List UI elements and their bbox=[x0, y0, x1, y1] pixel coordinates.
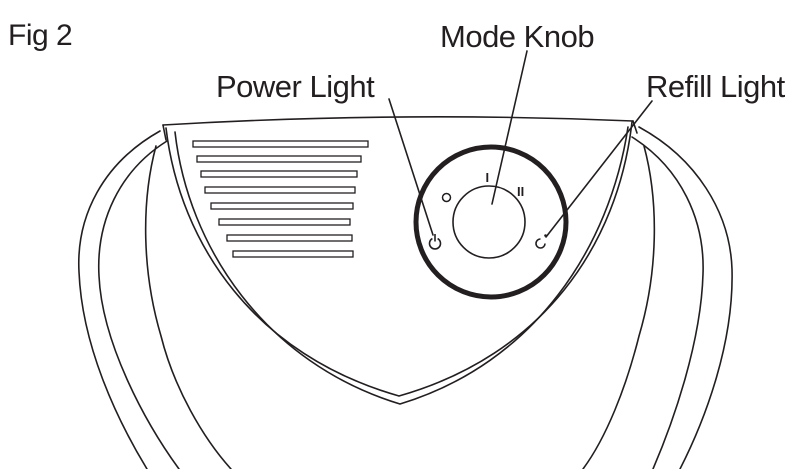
mode1-marking: I bbox=[486, 170, 490, 185]
vent-slat bbox=[200, 170, 358, 178]
refill-icon bbox=[535, 234, 547, 249]
vent-slat bbox=[210, 202, 354, 210]
right-corner-step bbox=[632, 120, 638, 134]
right-side-outer-curve bbox=[638, 126, 733, 469]
knob-cap bbox=[452, 185, 526, 259]
device-body-outline bbox=[78, 116, 733, 469]
mode-knob-leader-line bbox=[491, 50, 528, 205]
top-edge bbox=[162, 116, 634, 126]
front-face-inner-curve bbox=[174, 126, 629, 405]
vent-slat bbox=[226, 234, 353, 242]
power-light-leader-line bbox=[388, 98, 434, 236]
vent-slat bbox=[192, 140, 369, 148]
refill-light-leader-line bbox=[545, 100, 653, 238]
left-side-body-curve bbox=[144, 145, 232, 469]
front-face-outer-curve bbox=[165, 121, 633, 397]
left-corner-step bbox=[162, 124, 167, 141]
left-side-inner-curve bbox=[97, 140, 180, 469]
refill-light-label: Refill Light bbox=[646, 69, 786, 104]
leader-lines bbox=[388, 50, 653, 238]
vent-grille bbox=[192, 140, 369, 258]
right-side-body-curve bbox=[582, 145, 656, 469]
mode2-marking: II bbox=[517, 184, 524, 199]
power-icon bbox=[428, 234, 442, 250]
vent-slat bbox=[232, 250, 354, 258]
left-side-outer-curve bbox=[78, 130, 161, 469]
vent-slat bbox=[196, 155, 362, 163]
figure-title: Fig 2 bbox=[8, 19, 72, 52]
vent-slat bbox=[218, 218, 351, 226]
knob-bezel bbox=[413, 144, 569, 300]
right-side-inner-curve bbox=[631, 136, 704, 469]
off-marking bbox=[441, 192, 452, 203]
mode-knob-dial: I II bbox=[413, 144, 569, 300]
vent-slat bbox=[204, 186, 356, 194]
mode-knob-label: Mode Knob bbox=[440, 19, 594, 54]
power-light-label: Power Light bbox=[216, 69, 375, 104]
